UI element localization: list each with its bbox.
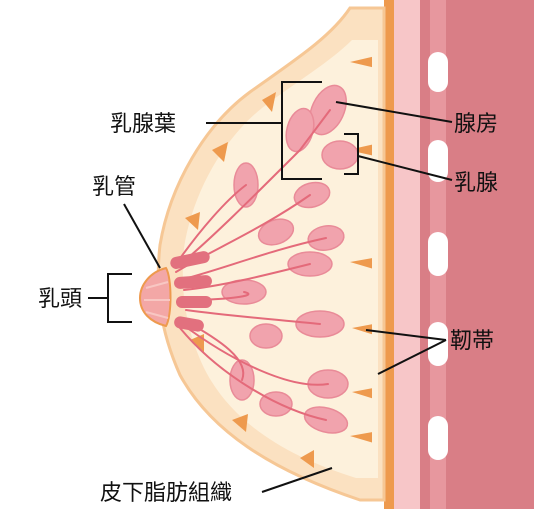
label-subcutaneous-fat: 皮下脂肪組織	[100, 481, 232, 506]
rib	[428, 232, 448, 276]
breast	[138, 6, 386, 502]
nipple-stripe	[145, 281, 169, 289]
sinus	[176, 296, 212, 308]
ligament	[232, 414, 248, 432]
lobule	[293, 181, 331, 209]
ligament	[348, 142, 372, 158]
leader-ligament-lower	[377, 339, 447, 375]
duct	[179, 327, 327, 421]
bracket-lobe	[281, 81, 322, 180]
lactiferous-sinuses	[170, 251, 212, 332]
label-nipple: 乳頭	[38, 287, 82, 312]
duct	[175, 184, 247, 265]
lobule	[309, 84, 347, 136]
duct	[183, 263, 311, 291]
chest-wall	[384, 0, 534, 509]
leader-ligament-upper	[365, 329, 447, 341]
rib	[428, 416, 448, 460]
duct	[181, 323, 329, 386]
sinus	[174, 275, 212, 289]
leader-lines	[88, 81, 453, 493]
leader-duct	[123, 203, 161, 269]
label-duct: 乳管	[92, 175, 136, 200]
label-ligament: 靭帯	[450, 329, 494, 354]
ligament	[352, 386, 372, 402]
lobule	[257, 218, 295, 246]
ligament	[350, 256, 372, 272]
nipple-stripe	[145, 311, 169, 319]
fascia-layer	[392, 0, 420, 509]
sinus	[170, 251, 210, 269]
leader-fat	[261, 467, 333, 493]
ligament	[262, 92, 276, 112]
rib	[428, 140, 448, 182]
duct	[185, 309, 321, 325]
ligament	[212, 142, 228, 162]
fascia-edge	[384, 0, 394, 509]
leader-gland	[357, 155, 453, 181]
rib	[428, 52, 448, 92]
ligament	[190, 334, 204, 352]
label-alveolus: 腺房	[454, 112, 498, 137]
bracket-gland	[344, 133, 359, 175]
ligament	[350, 54, 372, 70]
bracket-nipple	[107, 273, 132, 323]
label-mammary-gland: 乳腺	[454, 171, 498, 196]
ligament	[300, 450, 314, 468]
lobule	[249, 323, 283, 349]
lobule	[321, 140, 359, 170]
label-lobe: 乳腺葉	[110, 112, 176, 137]
sinus	[174, 316, 204, 332]
ribs	[428, 52, 448, 460]
ligament	[350, 430, 372, 446]
leader-alveolus	[335, 101, 453, 123]
ligament	[185, 212, 200, 230]
